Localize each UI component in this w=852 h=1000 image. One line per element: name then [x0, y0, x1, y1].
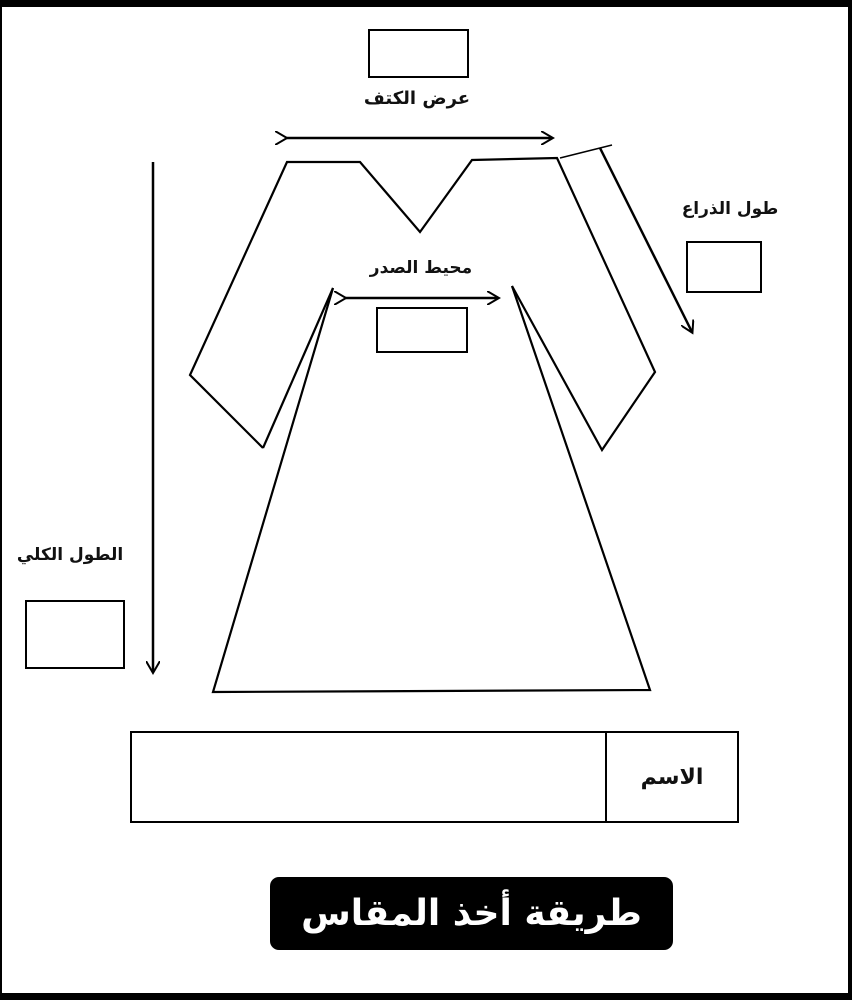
shoulder-width-input-box[interactable]	[368, 29, 469, 78]
total-length-input-box[interactable]	[25, 600, 125, 669]
shoulder-width-label: عرض الكتف	[363, 88, 471, 109]
title-badge: طريقة أخذ المقاس	[270, 877, 673, 950]
left-sleeve-inner-edge	[261, 287, 335, 449]
sleeve-length-label: طول الذراع	[681, 199, 779, 219]
sleeve-length-input-box[interactable]	[686, 241, 762, 293]
name-field: الاسم	[130, 731, 739, 823]
chest-circumference-input-box[interactable]	[376, 307, 468, 353]
name-label: الاسم	[640, 764, 704, 790]
garment-outline-skirt-right	[211, 285, 652, 694]
sleeve-guide-line	[559, 144, 613, 159]
sleeve-length-arrow	[598, 147, 692, 332]
garment-outline-upper	[188, 156, 657, 453]
page-title: طريقة أخذ المقاس	[301, 893, 642, 934]
total-length-label: الطول الكلي	[16, 545, 124, 565]
chest-circumference-label: محيط الصدر	[369, 258, 473, 278]
name-input[interactable]	[132, 733, 607, 821]
